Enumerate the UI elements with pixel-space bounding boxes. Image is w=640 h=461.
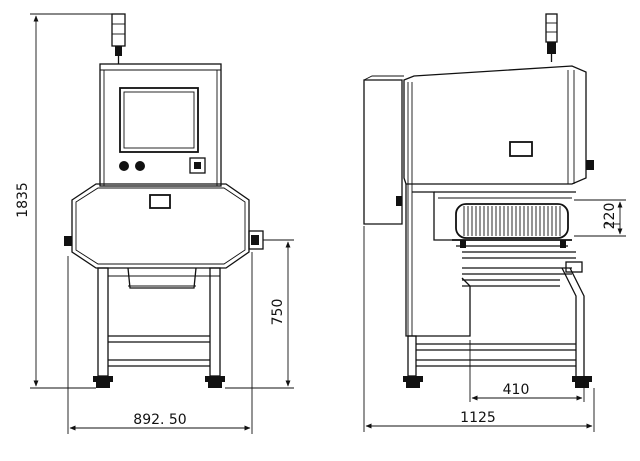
upper-cabinet xyxy=(99,63,222,187)
front-view: 1835 750 892. 50 xyxy=(15,13,294,434)
height-label: 1835 xyxy=(15,182,31,218)
side-support-stand xyxy=(403,251,592,388)
height-dimension: 1835 xyxy=(15,13,112,389)
width-label: 892. 50 xyxy=(133,412,186,428)
conveyor-outlet xyxy=(108,267,220,289)
beacon-light xyxy=(111,13,126,64)
tunnel-height-dimension: 220 xyxy=(574,199,626,237)
table-height-label: 750 xyxy=(270,299,286,326)
display-screen xyxy=(119,87,199,153)
control-knobs xyxy=(119,157,206,174)
conveyor-belt xyxy=(452,203,572,248)
side-beacon-light xyxy=(545,13,558,62)
table-height-dimension: 750 xyxy=(225,239,294,389)
conveyor-label: 410 xyxy=(503,382,530,398)
side-housing xyxy=(403,65,594,336)
tunnel-height-label: 220 xyxy=(602,203,618,230)
length-label: 1125 xyxy=(460,410,496,426)
width-dimension: 892. 50 xyxy=(67,252,253,434)
conveyor-dimension: 410 xyxy=(469,340,585,402)
side-lower-body xyxy=(405,184,576,337)
belt-ribs xyxy=(463,206,561,236)
side-view: 220 410 1125 xyxy=(363,13,626,432)
support-stand xyxy=(93,267,225,388)
main-body xyxy=(64,183,264,269)
length-dimension: 1125 xyxy=(363,226,595,432)
side-door xyxy=(363,75,404,225)
